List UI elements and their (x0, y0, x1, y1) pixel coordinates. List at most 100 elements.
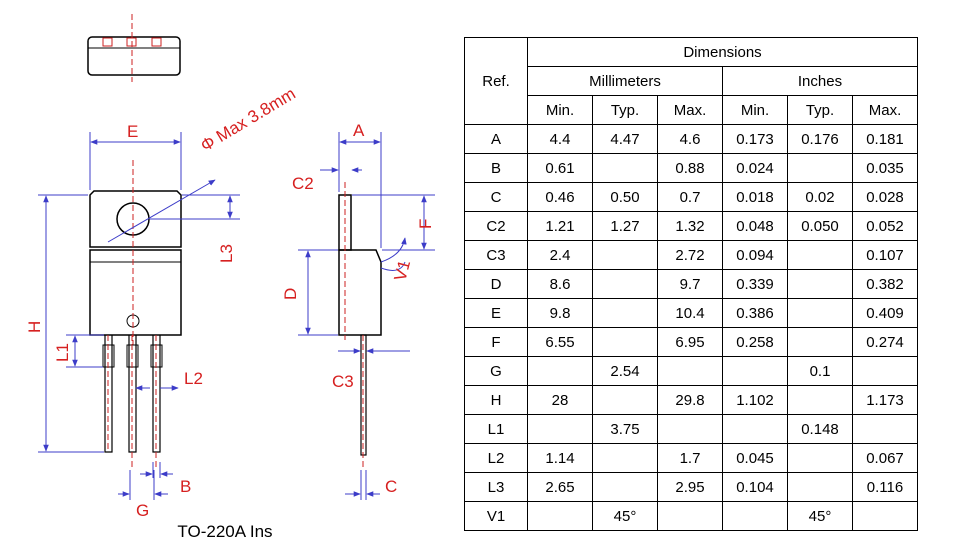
value-cell (787, 298, 853, 328)
value-cell (722, 501, 788, 531)
value-cell: 0.274 (852, 327, 918, 357)
value-cell: 0.1 (787, 356, 853, 386)
millimeters-header: Millimeters (527, 66, 723, 96)
value-cell: 0.050 (787, 211, 853, 241)
ref-cell: F (464, 327, 528, 357)
header-row-1: Ref. Dimensions (464, 37, 918, 125)
ref-cell: V1 (464, 501, 528, 531)
subheader-mm-typ: Typ. (592, 95, 658, 125)
label-hole-diameter: Φ Max 3.8mm (197, 84, 299, 155)
value-cell: 6.55 (527, 327, 593, 357)
label-c3: C3 (332, 372, 354, 391)
front-view (89, 160, 182, 470)
value-cell: 0.067 (852, 443, 918, 473)
top-view (87, 14, 181, 82)
subheader-in-typ: Typ. (787, 95, 853, 125)
subheader-in-max: Max. (852, 95, 918, 125)
value-cell: 0.176 (787, 124, 853, 154)
label-e: E (127, 122, 138, 141)
value-cell: 0.024 (722, 153, 788, 183)
package-outline-drawing: E Φ Max 3.8mm L3 H L1 L2 G B A C2 F D V1… (25, 14, 435, 520)
value-cell (787, 472, 853, 502)
ref-cell: E (464, 298, 528, 328)
value-cell (592, 298, 658, 328)
value-cell: 0.61 (527, 153, 593, 183)
value-cell: 9.8 (527, 298, 593, 328)
value-cell: 2.95 (657, 472, 723, 502)
label-c2: C2 (292, 174, 314, 193)
value-cell: 0.104 (722, 472, 788, 502)
value-cell: 0.116 (852, 472, 918, 502)
header-row-2: Millimeters Inches (465, 66, 918, 96)
label-f: F (416, 219, 435, 229)
value-cell: 8.6 (527, 269, 593, 299)
ref-cell: L1 (464, 414, 528, 444)
value-cell: 0.018 (722, 182, 788, 212)
side-view (338, 182, 382, 470)
label-g: G (136, 501, 149, 520)
value-cell: 0.048 (722, 211, 788, 241)
value-cell (527, 414, 593, 444)
dimension-labels: E Φ Max 3.8mm L3 H L1 L2 G B A C2 F D V1… (25, 84, 435, 520)
value-cell (657, 414, 723, 444)
label-h: H (25, 321, 44, 333)
label-b: B (180, 477, 191, 496)
value-cell: 0.148 (787, 414, 853, 444)
value-cell (787, 385, 853, 415)
side-dimensions (298, 132, 435, 500)
value-cell: 0.339 (722, 269, 788, 299)
subheader-in-min: Min. (722, 95, 788, 125)
value-cell (787, 327, 853, 357)
header-row-3: Min. Typ. Max. Min. Typ. Max. (465, 95, 918, 125)
dimensions-header: Dimensions (527, 37, 918, 67)
value-cell: 1.102 (722, 385, 788, 415)
inches-header: Inches (722, 66, 918, 96)
value-cell: 0.094 (722, 240, 788, 270)
value-cell (592, 153, 658, 183)
value-cell: 4.4 (527, 124, 593, 154)
value-cell: 0.386 (722, 298, 788, 328)
value-cell: 0.045 (722, 443, 788, 473)
ref-cell: A (464, 124, 528, 154)
value-cell: 4.47 (592, 124, 658, 154)
dimensions-table: Ref. Dimensions Millimeters Inches Min. … (464, 37, 918, 531)
value-cell (527, 501, 593, 531)
value-cell: 1.21 (527, 211, 593, 241)
value-cell: 0.02 (787, 182, 853, 212)
value-cell: 0.181 (852, 124, 918, 154)
value-cell: 0.46 (527, 182, 593, 212)
value-cell (592, 240, 658, 270)
value-cell (787, 240, 853, 270)
value-cell (787, 443, 853, 473)
value-cell (527, 356, 593, 386)
value-cell: 6.95 (657, 327, 723, 357)
value-cell: 0.173 (722, 124, 788, 154)
value-cell: 0.50 (592, 182, 658, 212)
ref-cell: C2 (464, 211, 528, 241)
subheader-mm-min: Min. (527, 95, 593, 125)
value-cell: 28 (527, 385, 593, 415)
ref-cell: C (464, 182, 528, 212)
value-cell: 0.7 (657, 182, 723, 212)
value-cell: 1.27 (592, 211, 658, 241)
value-cell (787, 269, 853, 299)
value-cell: 2.54 (592, 356, 658, 386)
ref-cell: C3 (464, 240, 528, 270)
value-cell: 0.258 (722, 327, 788, 357)
label-a: A (353, 121, 365, 140)
ref-cell: L2 (464, 443, 528, 473)
package-caption: TO-220A Ins (177, 522, 273, 541)
value-cell: 29.8 (657, 385, 723, 415)
label-d: D (281, 288, 300, 300)
subheader-mm-max: Max. (657, 95, 723, 125)
